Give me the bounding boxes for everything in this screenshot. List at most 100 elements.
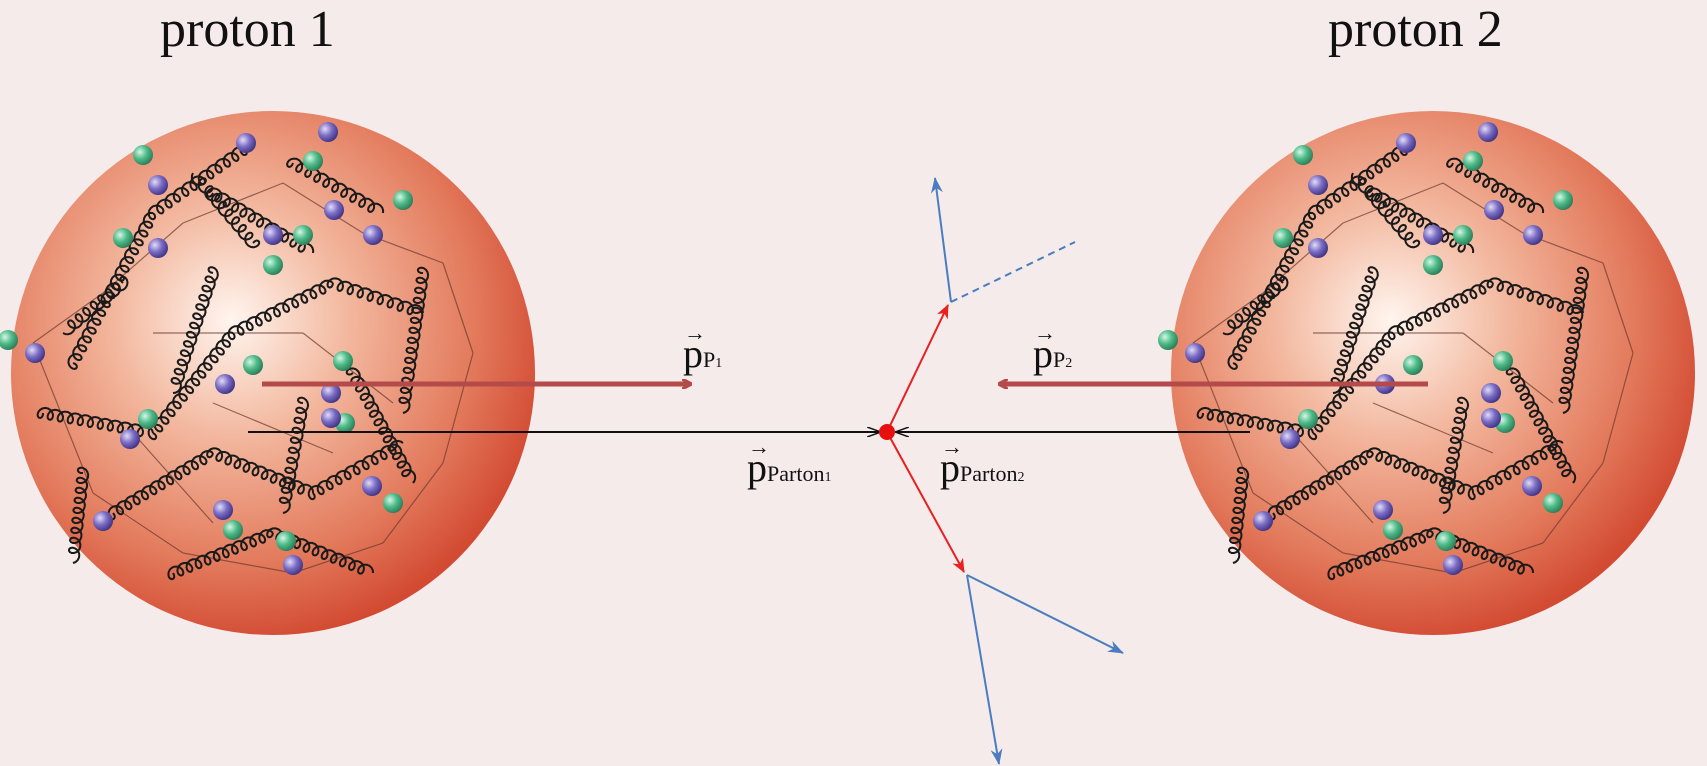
green-quark	[1298, 409, 1318, 429]
green-quark	[1463, 151, 1483, 171]
gluon-coil	[1558, 266, 1590, 414]
green-quark	[263, 255, 283, 275]
quark-line	[1442, 182, 1524, 234]
green-quark	[243, 355, 263, 375]
quark-line	[1602, 262, 1634, 354]
gluon-coil	[205, 187, 315, 254]
green-quark	[383, 493, 403, 513]
purple-quark	[1481, 408, 1501, 428]
jet-down-arrow	[966, 574, 1003, 765]
purple-quark	[1185, 343, 1205, 363]
purple-quark	[93, 511, 113, 531]
green-quark	[1493, 351, 1513, 371]
quark-line	[92, 492, 184, 554]
purple-quark	[215, 374, 235, 394]
purple-quark	[1308, 175, 1328, 195]
gluon-coil	[1227, 466, 1250, 564]
proton-1-ball	[0, 111, 535, 635]
green-quark	[0, 330, 18, 350]
quark-line	[102, 222, 184, 294]
quark-line	[442, 262, 474, 354]
purple-quark	[1280, 429, 1300, 449]
purple-quark	[1478, 122, 1498, 142]
vector-arrow-icon: →	[684, 320, 706, 345]
green-quark	[1436, 531, 1456, 551]
p1-symbol: p	[683, 331, 703, 376]
p2-subsub: 2	[1065, 356, 1073, 371]
purple-quark	[363, 225, 383, 245]
quark-line	[1262, 222, 1344, 294]
quark-line	[1372, 402, 1494, 454]
green-quark	[1423, 255, 1443, 275]
purple-quark	[1396, 133, 1416, 153]
green-quark	[1553, 190, 1573, 210]
green-quark	[1273, 228, 1293, 248]
gluon-coil	[170, 266, 219, 394]
green-quark	[1453, 225, 1473, 245]
quark-line	[1342, 182, 1444, 224]
gluon-coil	[1387, 279, 1494, 341]
quark-line	[212, 402, 334, 454]
green-quark	[276, 531, 296, 551]
purple-quark	[213, 500, 233, 520]
purple-quark	[1443, 555, 1463, 575]
proton-2-ball	[1158, 111, 1695, 635]
p1-sub: P	[703, 347, 716, 372]
green-quark	[1403, 355, 1423, 375]
vector-arrow-icon: →	[1034, 320, 1056, 345]
green-quark	[113, 228, 133, 248]
purple-quark	[120, 429, 140, 449]
purple-quark	[148, 175, 168, 195]
parton-2-momentum-label: pParton2 →	[940, 436, 1025, 490]
parton2-symbol: p	[940, 445, 960, 490]
gluon-coil	[1307, 331, 1394, 441]
gluon-coil	[190, 172, 261, 249]
green-quark	[393, 190, 413, 210]
green-quark	[1158, 330, 1178, 350]
parton1-subsub: 1	[824, 470, 832, 485]
gluon-coil	[147, 331, 234, 441]
gluon-coil	[1327, 529, 1434, 581]
gluon-coil	[1467, 439, 1564, 501]
quark-line	[382, 462, 444, 544]
purple-quark	[1423, 225, 1443, 245]
purple-quark	[1308, 238, 1328, 258]
gluon-coil	[1267, 449, 1374, 521]
purple-quark	[263, 225, 283, 245]
proton-2-momentum-label: pP2 →	[1033, 322, 1073, 376]
parton1-sub: Parton	[767, 461, 825, 486]
proton-1-title: proton 1	[160, 1, 335, 58]
parton2-subsub: 2	[1017, 470, 1025, 485]
green-quark	[133, 145, 153, 165]
quark-line	[1252, 492, 1344, 554]
purple-quark	[362, 476, 382, 496]
gluon-coil	[1365, 187, 1475, 254]
proton-2-title: proton 2	[1328, 1, 1503, 58]
gluon-coil	[107, 449, 214, 521]
parton2-sub: Parton	[960, 461, 1018, 486]
outgoing-lower-arrow	[886, 431, 965, 573]
gluon-coil	[326, 277, 424, 316]
purple-quark	[1484, 200, 1504, 220]
green-quark	[1383, 520, 1403, 540]
p1-subsub: 1	[715, 356, 723, 371]
p2-sub: P	[1053, 347, 1066, 372]
purple-quark	[1481, 383, 1501, 403]
purple-quark	[1373, 500, 1393, 520]
quark-line	[282, 182, 364, 234]
p2-symbol: p	[1033, 331, 1053, 376]
green-quark	[1543, 493, 1563, 513]
purple-quark	[321, 408, 341, 428]
purple-quark	[148, 238, 168, 258]
proton-1-momentum-label: pP1 →	[683, 322, 723, 376]
quark-line	[132, 432, 214, 524]
green-quark	[303, 151, 323, 171]
parton-1-momentum-label: pParton1 →	[747, 436, 832, 488]
purple-quark	[236, 133, 256, 153]
gluon-coil	[1350, 172, 1421, 249]
green-quark	[138, 409, 158, 429]
gluon-coil	[345, 367, 417, 484]
quark-line	[182, 182, 284, 224]
gluon-coil	[1505, 367, 1577, 484]
